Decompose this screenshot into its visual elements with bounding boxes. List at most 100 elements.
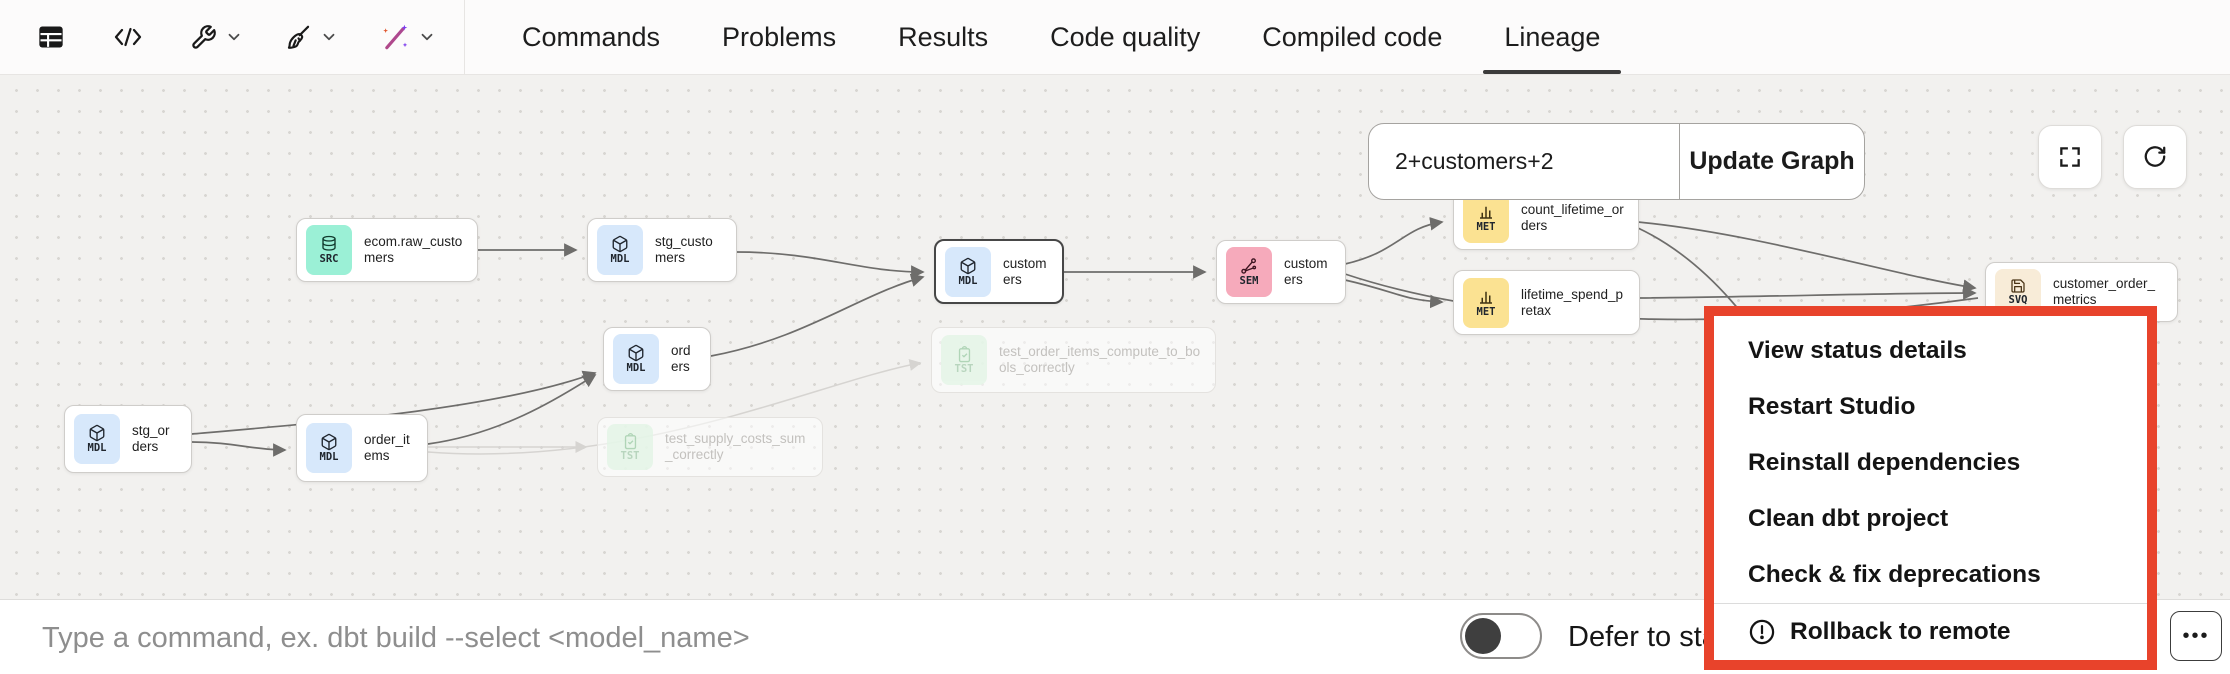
cube-icon xyxy=(321,433,337,451)
badge-label: MDL xyxy=(87,442,107,454)
node-orders[interactable]: MDL orders xyxy=(603,327,711,391)
badge-label: TST xyxy=(620,449,640,462)
tab-bar: Commands Problems Results Code quality C… xyxy=(491,0,1631,74)
badge-label: SRC xyxy=(319,253,339,265)
node-label: test_order_items_compute_to_bools_correc… xyxy=(999,344,1201,375)
source-badge: SRC xyxy=(306,225,352,275)
node-stg-customers[interactable]: MDL stg_customers xyxy=(587,218,737,282)
menu-divider xyxy=(1714,603,2147,604)
menu-item-label: Rollback to remote xyxy=(1790,618,2011,645)
semantic-graph-icon xyxy=(1241,258,1257,274)
menu-item-restart-studio[interactable]: Restart Studio xyxy=(1748,393,1916,420)
update-graph-button[interactable]: Update Graph xyxy=(1689,147,1855,175)
badge-label: MET xyxy=(1476,221,1496,233)
more-options-button[interactable]: ••• xyxy=(2170,611,2222,661)
node-label: lifetime_spend_pretax xyxy=(1521,286,1624,318)
menu-item-check-fix-deprecations[interactable]: Check & fix deprecations xyxy=(1748,561,2041,588)
semantic-model-badge: SEM xyxy=(1226,247,1272,297)
fullscreen-button[interactable] xyxy=(2038,125,2102,189)
badge-label: MDL xyxy=(319,451,339,463)
node-label: orders xyxy=(671,343,691,374)
menu-item-clean-dbt-project[interactable]: Clean dbt project xyxy=(1748,505,1949,532)
cube-icon xyxy=(612,235,628,253)
node-label: customers xyxy=(1284,256,1328,287)
model-badge: MDL xyxy=(945,246,991,297)
node-customer-order-metrics[interactable]: SVQ customer_order_metrics xyxy=(1985,262,2178,322)
cube-icon xyxy=(628,344,644,362)
metric-badge: MET xyxy=(1463,193,1509,243)
node-ecom-raw-customers[interactable]: SRC ecom.raw_customers xyxy=(296,218,478,282)
ai-assist-button[interactable] xyxy=(368,12,448,62)
bar-chart-icon xyxy=(1480,206,1492,219)
metric-badge: MET xyxy=(1463,277,1509,328)
broom-icon xyxy=(287,25,310,49)
node-label: order_items xyxy=(364,432,410,463)
toolbar: Commands Problems Results Code quality C… xyxy=(0,0,2230,75)
node-test-order-items-compute[interactable]: TST test_order_items_compute_to_bools_co… xyxy=(931,327,1216,393)
node-stg-orders[interactable]: MDL stg_orders xyxy=(64,405,192,473)
table-view-button[interactable] xyxy=(24,13,78,61)
cube-icon xyxy=(89,424,105,442)
badge-label: MDL xyxy=(626,362,646,374)
table-icon xyxy=(39,26,63,48)
chevron-down-icon xyxy=(421,33,433,41)
node-test-supply-costs[interactable]: TST test_supply_costs_sum_correctly xyxy=(597,417,823,477)
lineage-selector-input[interactable] xyxy=(1369,124,1679,199)
badge-label: SEM xyxy=(1239,275,1259,287)
menu-item-view-status-details[interactable]: View status details xyxy=(1748,337,1967,364)
node-lifetime-spend-pretax[interactable]: MET lifetime_spend_pretax xyxy=(1453,270,1640,335)
badge-label: SVQ xyxy=(2008,294,2028,306)
node-label: count_lifetime_orders xyxy=(1521,202,1624,233)
code-icon xyxy=(114,27,142,47)
code-view-button[interactable] xyxy=(100,14,156,60)
node-order-items[interactable]: MDL order_items xyxy=(296,414,428,482)
test-badge: TST xyxy=(941,335,987,385)
tab-commands[interactable]: Commands xyxy=(522,21,661,52)
node-customers-semantic[interactable]: SEM customers xyxy=(1216,240,1346,304)
model-badge: MDL xyxy=(306,423,352,473)
fullscreen-icon xyxy=(2060,147,2080,167)
tab-lineage[interactable]: Lineage xyxy=(1473,0,1631,74)
menu-item-rollback-to-remote[interactable]: Rollback to remote xyxy=(1714,604,2147,660)
warning-circle-icon xyxy=(1749,619,1775,645)
node-label: ecom.raw_customers xyxy=(364,234,463,265)
refresh-button[interactable] xyxy=(2123,125,2187,189)
tab-compiled-code[interactable]: Compiled code xyxy=(1262,21,1443,52)
tab-code-quality[interactable]: Code quality xyxy=(1050,21,1201,52)
node-customers-model[interactable]: MDL customers xyxy=(934,239,1064,304)
badge-label: MDL xyxy=(958,274,978,287)
test-badge: TST xyxy=(607,424,653,470)
clipboard-check-icon xyxy=(624,432,636,449)
bar-chart-icon xyxy=(1480,291,1492,304)
save-icon xyxy=(2011,279,2025,293)
badge-label: TST xyxy=(954,362,974,375)
menu-item-reinstall-dependencies[interactable]: Reinstall dependencies xyxy=(1748,449,2021,476)
wrench-icon xyxy=(192,24,216,49)
chevron-down-icon xyxy=(323,33,335,41)
magic-wand-icon xyxy=(383,24,408,50)
database-icon xyxy=(322,235,336,251)
model-badge: MDL xyxy=(74,414,120,464)
command-input[interactable] xyxy=(40,614,1044,662)
toolbar-divider xyxy=(464,0,465,74)
model-badge: MDL xyxy=(597,225,643,275)
clipboard-check-icon xyxy=(958,345,970,362)
node-label: stg_orders xyxy=(132,423,170,454)
node-label: customer_order_metrics xyxy=(2053,276,2156,307)
badge-label: MET xyxy=(1476,305,1496,318)
node-label: stg_customers xyxy=(655,234,713,265)
defer-toggle[interactable] xyxy=(1460,613,1542,659)
cube-icon xyxy=(960,257,976,274)
tab-results[interactable]: Results xyxy=(898,21,989,52)
toggle-knob xyxy=(1465,618,1501,654)
node-label: test_supply_costs_sum_correctly xyxy=(665,431,806,462)
lineage-filter-bar: Update Graph xyxy=(1368,123,1865,200)
chevron-down-icon xyxy=(228,33,240,41)
tab-problems[interactable]: Problems xyxy=(722,21,837,52)
filter-divider xyxy=(1678,124,1680,199)
cleanup-tools-button[interactable] xyxy=(273,14,350,61)
build-tools-button[interactable] xyxy=(178,14,255,61)
status-context-menu: View status details Restart Studio Reins… xyxy=(1704,306,2157,670)
badge-label: MDL xyxy=(610,253,630,265)
